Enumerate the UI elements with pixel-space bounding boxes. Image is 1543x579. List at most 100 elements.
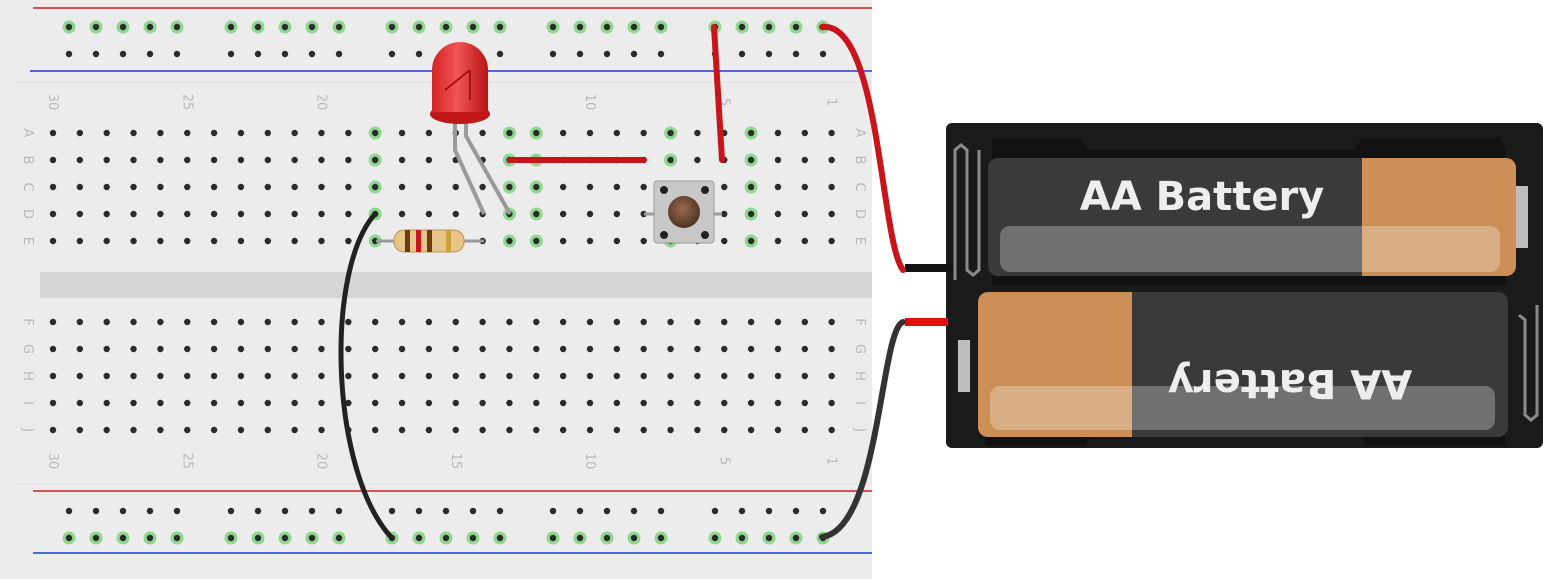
breadboard-hole — [765, 50, 773, 58]
breadboard-hole — [506, 426, 513, 434]
breadboard-hole — [345, 183, 352, 191]
breadboard-hole — [479, 399, 486, 407]
breadboard-hole — [76, 156, 84, 164]
resistor — [376, 229, 484, 253]
breadboard-hole — [157, 318, 164, 326]
breadboard-hole — [640, 318, 647, 326]
breadboard-hole — [49, 156, 57, 164]
battery-pack: AA Battery AA Battery — [905, 123, 1543, 448]
breadboard-hole — [49, 210, 57, 218]
battery-terminal — [958, 340, 970, 392]
breadboard-hole — [237, 318, 245, 326]
breadboard-hole — [415, 23, 423, 31]
breadboard-hole — [103, 129, 110, 137]
breadboard-hole — [721, 345, 728, 353]
breadboard-hole — [774, 399, 782, 407]
breadboard-hole — [828, 237, 835, 245]
battery-cell-bottom: AA Battery — [958, 292, 1508, 445]
breadboard-hole — [765, 534, 773, 542]
breadboard-hole — [801, 156, 808, 164]
breadboard-hole — [146, 507, 154, 515]
breadboard-hole — [721, 237, 728, 245]
breadboard-hole — [210, 129, 218, 137]
breadboard-hole — [774, 156, 782, 164]
breadboard-hole — [210, 372, 218, 380]
row-letter-label: B — [852, 156, 867, 165]
breadboard-hole — [774, 318, 782, 326]
breadboard-hole — [103, 237, 110, 245]
breadboard-hole — [157, 129, 164, 137]
breadboard-hole — [506, 345, 513, 353]
breadboard-hole — [576, 50, 584, 58]
breadboard-hole — [49, 318, 57, 326]
column-number-label: 5 — [716, 457, 731, 465]
breadboard-hole — [130, 399, 137, 407]
breadboard-hole — [442, 507, 450, 515]
breadboard-hole — [469, 534, 477, 542]
breadboard-hole — [747, 210, 755, 218]
row-letter-label: B — [20, 156, 35, 165]
breadboard-hole — [559, 372, 567, 380]
breadboard-hole — [774, 372, 782, 380]
breadboard-hole — [801, 129, 808, 137]
breadboard-hole — [828, 129, 835, 137]
breadboard-hole — [372, 156, 379, 164]
breadboard-hole — [157, 237, 164, 245]
breadboard-hole — [130, 318, 137, 326]
breadboard-hole — [694, 318, 701, 326]
breadboard-hole — [828, 183, 835, 191]
breadboard-hole — [694, 156, 701, 164]
breadboard-hole — [586, 210, 594, 218]
breadboard-hole — [237, 183, 245, 191]
breadboard-hole — [506, 237, 513, 245]
column-number-label: 25 — [179, 453, 194, 470]
breadboard-hole — [318, 156, 325, 164]
breadboard-hole — [318, 237, 325, 245]
breadboard-hole — [291, 183, 298, 191]
breadboard-hole — [711, 534, 719, 542]
breadboard-hole — [398, 399, 406, 407]
breadboard-hole — [533, 372, 540, 380]
column-number-label: 10 — [582, 94, 597, 111]
breadboard-hole — [237, 426, 245, 434]
column-number-label: 15 — [448, 453, 463, 470]
breadboard-hole — [103, 426, 110, 434]
row-letter-label: J — [20, 427, 35, 432]
breadboard-hole — [613, 183, 621, 191]
breadboard-hole — [765, 23, 773, 31]
breadboard-hole — [747, 237, 755, 245]
breadboard-hole — [828, 426, 835, 434]
breadboard-hole — [184, 183, 191, 191]
breadboard-hole — [281, 23, 289, 31]
breadboard-hole — [630, 50, 638, 58]
button-cap-icon — [668, 196, 700, 228]
breadboard-hole — [452, 372, 459, 380]
breadboard-hole — [694, 129, 701, 137]
breadboard-hole — [76, 129, 84, 137]
breadboard-hole — [613, 399, 621, 407]
breadboard-hole — [345, 156, 352, 164]
breadboard-hole — [264, 372, 271, 380]
breadboard-hole — [210, 183, 218, 191]
breadboard-hole — [603, 23, 611, 31]
breadboard-hole — [237, 210, 245, 218]
breadboard-hole — [291, 210, 298, 218]
breadboard-hole — [819, 507, 827, 515]
resistor-band — [405, 230, 410, 252]
breadboard-hole — [479, 318, 486, 326]
breadboard-hole — [92, 23, 100, 31]
breadboard-hole — [640, 426, 647, 434]
breadboard-hole — [318, 210, 325, 218]
breadboard-hole — [801, 345, 808, 353]
breadboard-hole — [721, 372, 728, 380]
column-number-label: 30 — [45, 94, 60, 111]
breadboard-hole — [119, 534, 127, 542]
breadboard-hole — [227, 23, 235, 31]
center-channel — [40, 272, 872, 298]
breadboard-hole — [774, 183, 782, 191]
breadboard-hole — [119, 50, 127, 58]
breadboard-hole — [227, 534, 235, 542]
breadboard-hole — [184, 129, 191, 137]
breadboard-hole — [774, 129, 782, 137]
breadboard-hole — [335, 507, 343, 515]
